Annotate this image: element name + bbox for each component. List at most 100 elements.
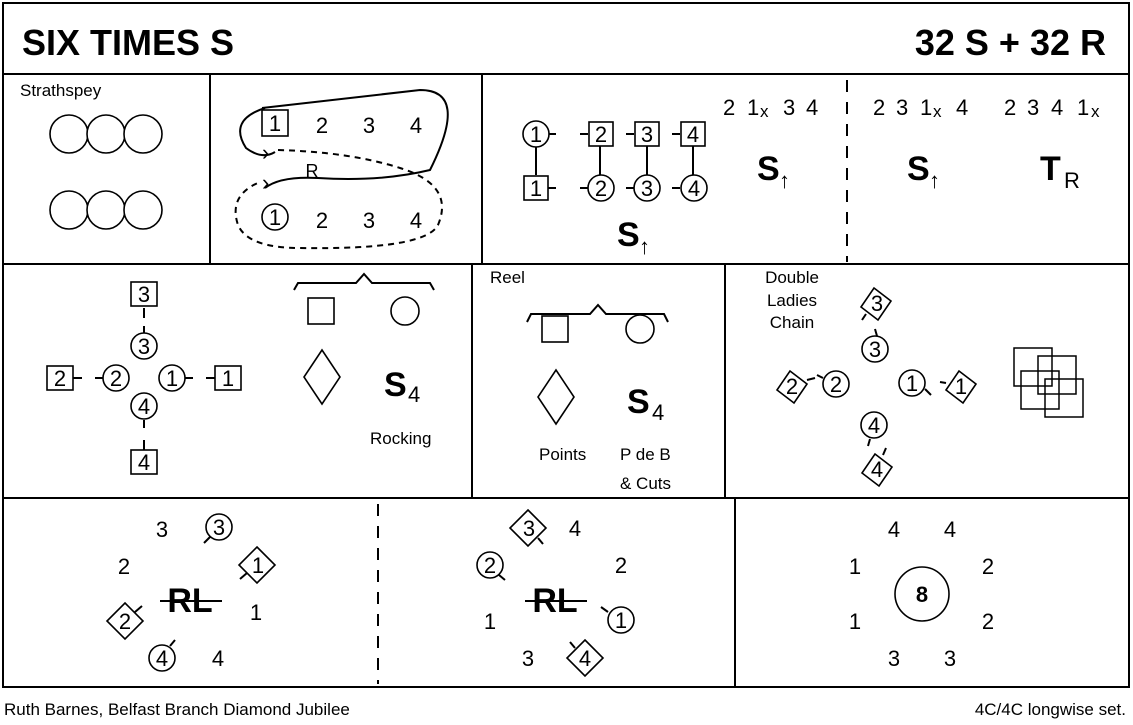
position-number: 4 (888, 517, 900, 542)
points-label: Points (539, 445, 586, 464)
footer-credit: Ruth Barnes, Belfast Branch Diamond Jubi… (4, 700, 350, 719)
position-number: 3 (641, 176, 653, 201)
position-number: 1 (166, 366, 178, 391)
strathspey-label: Strathspey (20, 81, 102, 100)
dlc-label: Chain (770, 313, 814, 332)
position-number: 1 (849, 609, 861, 634)
position-number: 1 (484, 609, 496, 634)
diamond-icon (565, 638, 605, 678)
position-number: 3 (138, 334, 150, 359)
pdb-label: P de B (620, 445, 671, 464)
position-number: 4 (569, 516, 581, 541)
dlc-formation (775, 286, 978, 488)
order-number: 3 (896, 95, 908, 120)
arrow-up-icon: ↑ (929, 168, 940, 193)
order-number: 4 (956, 95, 968, 120)
position-number: 3 (522, 646, 534, 671)
position-number: 1 (269, 111, 281, 136)
set-formation: 1 1 (522, 120, 708, 202)
circle-icon (476, 551, 504, 579)
overlapping-squares-icon (1013, 347, 1084, 418)
dance-title: SIX TIMES S (22, 22, 234, 63)
position-number: 2 (595, 122, 607, 147)
dance-formation: 32 S + 32 R (915, 22, 1106, 63)
position-number: 4 (868, 413, 880, 438)
reel-path (261, 88, 449, 189)
circle-number: 8 (916, 582, 928, 607)
set-symbol: S (617, 216, 640, 254)
rocking-label: Rocking (370, 429, 431, 448)
order-sub: x (760, 102, 769, 121)
svg-text:1: 1 (530, 176, 542, 201)
order-number: 1 (1077, 95, 1089, 120)
position-number: 4 (410, 208, 422, 233)
dlc-label: Double (765, 268, 819, 287)
position-number: 4 (579, 646, 591, 671)
position-number: 3 (156, 517, 168, 542)
diamond-icon (105, 601, 145, 641)
position-number: 4 (156, 646, 168, 671)
square-icon (307, 297, 335, 325)
circle-icon (148, 644, 176, 672)
svg-text:1: 1 (530, 122, 542, 147)
diamond-icon (303, 348, 341, 406)
position-number: 1 (250, 600, 262, 625)
position-number: 1 (222, 366, 234, 391)
position-number: 3 (869, 337, 881, 362)
circle-icon (390, 296, 420, 326)
reel-path-dashed (234, 149, 443, 250)
dlc-label: Ladies (767, 291, 817, 310)
order-number: 3 (1027, 95, 1039, 120)
position-number: 4 (944, 517, 956, 542)
bracket-icon (526, 303, 669, 323)
position-number: 1 (269, 205, 281, 230)
position-number: 2 (110, 366, 122, 391)
position-number: 3 (944, 646, 956, 671)
position-number: 1 (615, 608, 627, 633)
diamond-icon (237, 545, 277, 585)
order-number: 1 (920, 95, 932, 120)
setting-step: S (384, 366, 407, 404)
arrow-right-icon: › (262, 170, 269, 195)
circle-icon (607, 606, 635, 634)
arrow-up-icon: ↑ (779, 168, 790, 193)
position-number: 2 (982, 609, 994, 634)
position-number: 3 (138, 282, 150, 307)
position-number: 4 (212, 646, 224, 671)
circle-icon (205, 513, 233, 541)
position-number: 2 (484, 553, 496, 578)
order-number: 2 (1004, 95, 1016, 120)
set-symbol: S (757, 150, 780, 188)
position-number: 4 (871, 457, 883, 482)
position-number: 2 (119, 609, 131, 634)
order-number: 2 (873, 95, 885, 120)
position-number: 2 (595, 176, 607, 201)
footer-formation: 4C/4C longwise set. (975, 700, 1126, 719)
set-symbol: S (907, 150, 930, 188)
position-number: 2 (982, 554, 994, 579)
position-number: 3 (363, 208, 375, 233)
cross-formation (46, 281, 242, 475)
circle-icon (261, 203, 289, 231)
cuts-label: & Cuts (620, 474, 671, 493)
position-number: 1 (906, 371, 918, 396)
turn-symbol: T (1040, 150, 1061, 188)
circle-icon (49, 114, 163, 230)
position-number: 2 (54, 366, 66, 391)
diamond-icon (508, 508, 548, 548)
position-number: 4 (687, 122, 699, 147)
position-number: 2 (316, 113, 328, 138)
position-number: 1 (955, 374, 967, 399)
position-number: 3 (888, 646, 900, 671)
order-number: 4 (806, 95, 818, 120)
square-icon (261, 109, 289, 137)
circle-icon (894, 566, 950, 622)
bracket-icon (293, 272, 435, 291)
order-number: 1 (747, 95, 759, 120)
turn-sub: R (1064, 168, 1080, 193)
circle-icon (625, 314, 655, 344)
order-number: 2 (723, 95, 735, 120)
position-number: 1 (252, 553, 264, 578)
reel-label: Reel (490, 268, 525, 287)
